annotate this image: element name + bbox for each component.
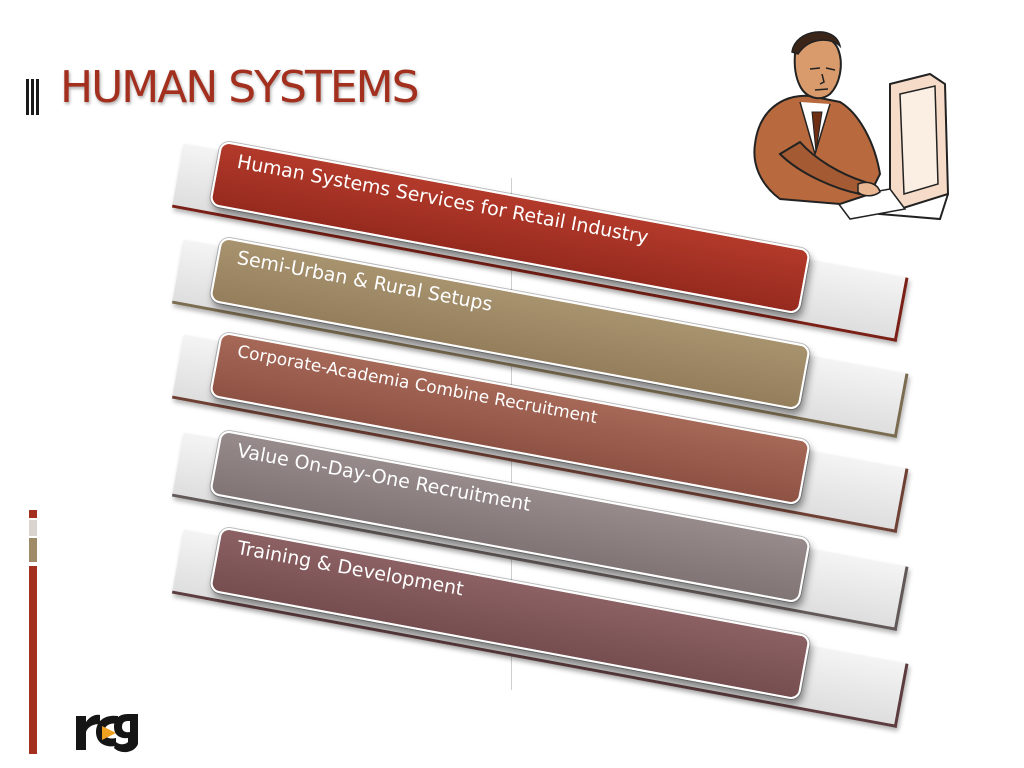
businessman-computer-icon [753, 31, 950, 221]
rcg-logo-icon [76, 714, 138, 753]
side-accent-bar-red [29, 566, 37, 754]
side-accent-bar-red-top [29, 510, 37, 518]
title-bars-icon [26, 79, 41, 115]
side-accent-bar-tan [29, 538, 37, 562]
list-item-label: Human Systems Services for Retail Indust… [235, 150, 650, 249]
page-title: HUMAN SYSTEMS [60, 62, 420, 113]
side-accent-bar-gray [29, 520, 37, 536]
